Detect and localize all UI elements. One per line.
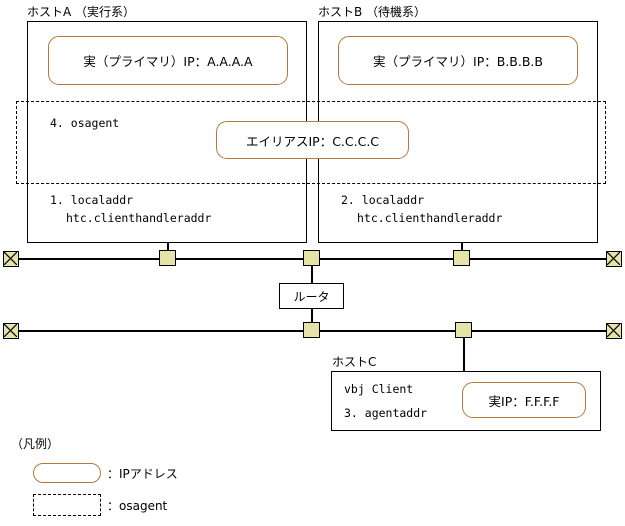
legend-item-osagent: ：osagent xyxy=(33,494,167,516)
host-b-primary-ip-text: 実（プライマリ）IP：B.B.B.B xyxy=(373,54,543,69)
top-bus-right-terminator-icon xyxy=(606,251,622,267)
host-b-primary-ip-bubble: 実（プライマリ）IP：B.B.B.B xyxy=(338,36,578,85)
host-a-primary-ip-bubble: 実（プライマリ）IP：A.A.A.A xyxy=(48,36,288,85)
bottom-bus-left-terminator-icon xyxy=(3,323,19,339)
legend-ip-address-text: ：IPアドレス xyxy=(107,466,178,481)
host-c-agentaddr-label: 3. agentaddr xyxy=(344,406,428,420)
host-a-label: ホストA （実行系） xyxy=(27,5,136,19)
host-c-client-label: vbj Client xyxy=(344,382,414,396)
host-b-label: ホストB （待機系） xyxy=(318,5,427,19)
legend-item-ip-address: ：IPアドレス xyxy=(33,463,178,483)
router-box: ルータ xyxy=(279,283,344,309)
legend-osagent-text: ：osagent xyxy=(107,498,168,513)
legend-osagent-dashed-icon xyxy=(33,494,101,516)
host-c-drop-line xyxy=(463,338,465,371)
host-a-localaddr-line2: htc.clienthandleraddr xyxy=(66,211,212,225)
bottom-bus-right-terminator-icon xyxy=(606,323,622,339)
host-c-box xyxy=(331,371,601,431)
host-a-primary-ip-text: 実（プライマリ）IP：A.A.A.A xyxy=(83,54,253,69)
host-c-real-ip-text: 実IP：F.F.F.F xyxy=(488,393,560,409)
router-top-drop-line xyxy=(311,266,313,283)
host-c-real-ip-bubble: 実IP：F.F.F.F xyxy=(462,382,586,418)
alias-ip-text: エイリアスIP：C.C.C.C xyxy=(245,133,380,149)
top-bus-left-terminator-icon xyxy=(3,251,19,267)
router-bottom-drop-line xyxy=(311,309,313,323)
osagent-region xyxy=(16,101,606,184)
host-a-osagent-label: 4. osagent xyxy=(50,116,120,130)
host-b-localaddr-line1: 2. localaddr xyxy=(341,193,425,207)
top-bus-tap-host-b xyxy=(453,250,470,266)
top-bus-tap-router xyxy=(303,250,320,266)
router-label: ルータ xyxy=(293,289,330,304)
host-a-localaddr-line1: 1. localaddr xyxy=(50,193,134,207)
bottom-bus-tap-router xyxy=(303,322,320,338)
legend-ip-bubble-icon xyxy=(33,463,101,483)
legend-title: （凡例） xyxy=(11,437,60,451)
host-c-label: ホストC xyxy=(332,355,377,369)
alias-ip-bubble: エイリアスIP：C.C.C.C xyxy=(216,121,409,159)
bottom-bus-tap-host-c xyxy=(455,322,472,338)
host-b-localaddr-line2: htc.clienthandleraddr xyxy=(357,211,503,225)
top-bus-tap-host-a xyxy=(159,250,176,266)
